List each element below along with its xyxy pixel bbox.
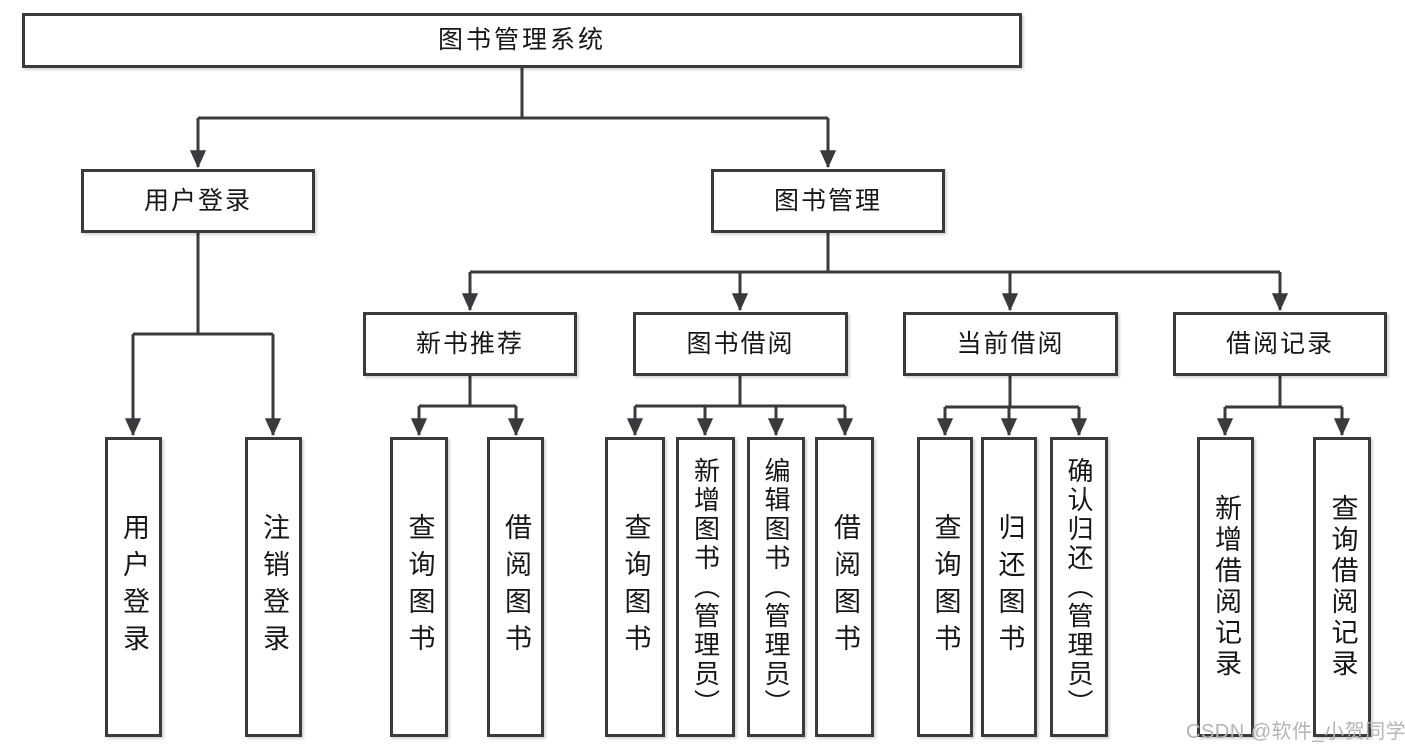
leaf-label: 新增借阅记录 xyxy=(1211,494,1241,680)
leaf-label: 编辑图书（管理员） xyxy=(761,456,791,718)
leaf-label: 确认归还（管理员） xyxy=(1064,456,1094,718)
node-label: 用户登录 xyxy=(143,186,252,215)
leaf-edit-books-admin: 编辑图书（管理员） xyxy=(747,437,805,737)
leaf-query-books-recommend: 查询图书 xyxy=(390,437,448,737)
leaf-label: 查询图书 xyxy=(620,513,651,661)
connector-newbooks-trunk xyxy=(419,376,516,408)
leaf-label: 查询图书 xyxy=(404,513,435,661)
leaf-label: 查询借阅记录 xyxy=(1327,494,1358,680)
connector-root-trunk xyxy=(198,68,828,120)
node-label: 当前借阅 xyxy=(956,329,1065,358)
leaf-confirm-return-admin: 确认归还（管理员） xyxy=(1050,437,1108,737)
leaf-borrow-books-recommend: 借阅图书 xyxy=(487,437,544,737)
connector-bookmgmt-trunk xyxy=(470,233,1280,274)
node-label: 借阅记录 xyxy=(1225,329,1334,358)
leaf-label: 归还图书 xyxy=(994,513,1025,661)
node-label: 图书管理系统 xyxy=(437,26,606,54)
leaf-borrow-books: 借阅图书 xyxy=(815,437,874,737)
leaf-query-borrow-record: 查询借阅记录 xyxy=(1313,437,1371,737)
node-borrow-records: 借阅记录 xyxy=(1173,312,1387,376)
connector-userlogin-trunk xyxy=(133,233,273,336)
node-label: 图书管理 xyxy=(773,186,882,215)
connector-current-trunk xyxy=(945,376,1079,409)
node-book-management: 图书管理 xyxy=(711,169,945,233)
node-label: 新书推荐 xyxy=(415,329,524,358)
leaf-query-books-current: 查询图书 xyxy=(917,437,973,737)
leaf-return-books: 归还图书 xyxy=(981,437,1037,737)
connector-borrow-trunk xyxy=(635,376,845,408)
leaf-label: 用户登录 xyxy=(119,513,149,661)
leaf-label: 借阅图书 xyxy=(501,513,531,661)
csdn-watermark: CSDN @软件_小贺同学 xyxy=(1186,721,1405,743)
node-user-login: 用户登录 xyxy=(81,169,315,233)
leaf-logout: 注销登录 xyxy=(245,437,302,737)
leaf-user-login: 用户登录 xyxy=(105,437,162,737)
node-book-borrow: 图书借阅 xyxy=(633,312,848,376)
leaf-add-books-admin: 新增图书（管理员） xyxy=(676,437,735,737)
leaf-label: 新增图书（管理员） xyxy=(690,456,721,718)
leaf-label: 借阅图书 xyxy=(830,513,860,661)
leaf-label: 查询图书 xyxy=(930,513,961,661)
node-library-system: 图书管理系统 xyxy=(22,13,1022,68)
node-new-book-recommend: 新书推荐 xyxy=(363,312,577,376)
node-current-borrow: 当前借阅 xyxy=(903,312,1118,376)
node-label: 图书借阅 xyxy=(686,329,795,358)
leaf-add-borrow-record: 新增借阅记录 xyxy=(1197,437,1254,737)
leaf-label: 注销登录 xyxy=(259,513,289,661)
connector-records-trunk xyxy=(1225,376,1342,409)
leaf-query-books-borrow: 查询图书 xyxy=(605,437,665,737)
